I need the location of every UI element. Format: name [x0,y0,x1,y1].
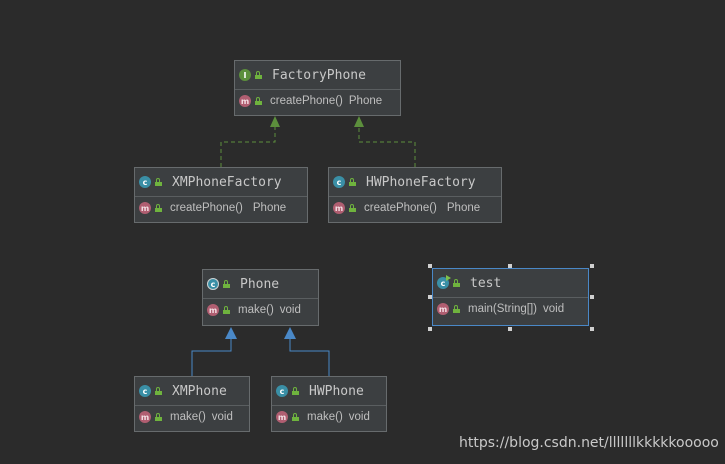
class-header: c Phone [203,270,318,299]
method-return-type: void [543,303,565,315]
class-box-hwphone[interactable]: c HWPhone m make() void [271,376,387,432]
abstract-method-icon: m [207,304,219,316]
public-lock-icon [349,204,356,212]
class-icon: c [333,176,345,188]
method-row: m make() void [272,406,386,428]
public-lock-icon [453,279,460,287]
class-name: XMPhoneFactory [172,174,282,190]
public-lock-icon [292,387,299,395]
realization-arrowhead-xmphonefactory [270,116,280,127]
method-row: m make() void [203,299,318,321]
class-box-phone[interactable]: c Phone m make() void [202,269,319,326]
class-icon: c [276,385,288,397]
class-box-test[interactable]: c test m main(String[]) void [432,268,589,326]
method-signature: createPhone() [364,202,437,214]
class-name: XMPhone [172,383,227,399]
class-box-xmphone[interactable]: c XMPhone m make() void [134,376,250,432]
class-header: c XMPhone [135,377,249,406]
method-icon: m [276,411,288,423]
class-header: c HWPhoneFactory [329,168,501,197]
method-return-type: void [211,411,233,423]
method-icon: m [239,95,251,107]
selection-handle[interactable] [508,264,512,268]
class-box-hwphonefactory[interactable]: c HWPhoneFactory m createPhone() Phone [328,167,502,223]
abstract-class-icon: c [207,278,219,290]
class-header: c HWPhone [272,377,386,406]
method-row: m createPhone() Phone [235,90,400,112]
method-return-type: Phone [252,202,287,214]
class-icon: c [139,176,151,188]
method-icon: m [139,202,151,214]
source-watermark: https://blog.csdn.net/lllllllkkkkkooooo [459,435,719,451]
selection-handle[interactable] [428,295,432,299]
class-name: HWPhone [309,383,364,399]
method-row: m make() void [135,406,249,428]
method-row: m createPhone() Phone [329,197,501,219]
method-row: m createPhone() Phone [135,197,307,219]
method-icon: m [333,202,345,214]
generalization-arrowhead-xmphone [225,327,237,339]
class-name: Phone [240,276,280,292]
method-signature: createPhone() [270,95,343,107]
public-lock-icon [155,387,162,395]
public-lock-icon [223,306,230,314]
method-signature: make() [170,411,206,423]
realization-line-xmphonefactory [220,124,276,167]
selection-handle[interactable] [590,264,594,268]
selection-handle[interactable] [590,327,594,331]
method-return-type: Phone [446,202,481,214]
public-lock-icon [255,71,262,79]
method-signature: createPhone() [170,202,243,214]
generalization-arrowhead-hwphone [284,327,296,339]
method-icon: m [437,303,449,315]
realization-line-hwphonefactory [358,124,416,167]
public-lock-icon [223,280,230,288]
selection-handle[interactable] [508,327,512,331]
public-lock-icon [155,204,162,212]
public-lock-icon [255,97,262,105]
public-lock-icon [349,178,356,186]
realization-arrowhead-hwphonefactory [354,116,364,127]
method-signature: make() [307,411,343,423]
generalization-line-hwphone [289,336,330,376]
generalization-line-xmphone [191,336,232,376]
selection-handle[interactable] [428,264,432,268]
selection-handle[interactable] [428,327,432,331]
selection-handle[interactable] [590,295,594,299]
method-signature: make() [238,304,274,316]
interface-icon: I [239,69,251,81]
class-box-xmphonefactory[interactable]: c XMPhoneFactory m createPhone() Phone [134,167,308,223]
class-name: HWPhoneFactory [366,174,476,190]
method-icon: m [139,411,151,423]
class-name: FactoryPhone [272,67,366,83]
runnable-class-icon: c [437,275,451,289]
method-return-type: void [348,411,370,423]
public-lock-icon [453,305,460,313]
class-header: c XMPhoneFactory [135,168,307,197]
class-box-factoryphone[interactable]: I FactoryPhone m createPhone() Phone [234,60,401,116]
method-row: m main(String[]) void [433,298,588,320]
method-return-type: Phone [348,95,383,107]
public-lock-icon [155,413,162,421]
public-lock-icon [292,413,299,421]
method-signature: main(String[]) [468,303,538,315]
method-return-type: void [279,304,301,316]
class-header: c test [433,269,588,298]
class-icon: c [139,385,151,397]
public-lock-icon [155,178,162,186]
class-name: test [470,275,502,291]
class-header: I FactoryPhone [235,61,400,90]
